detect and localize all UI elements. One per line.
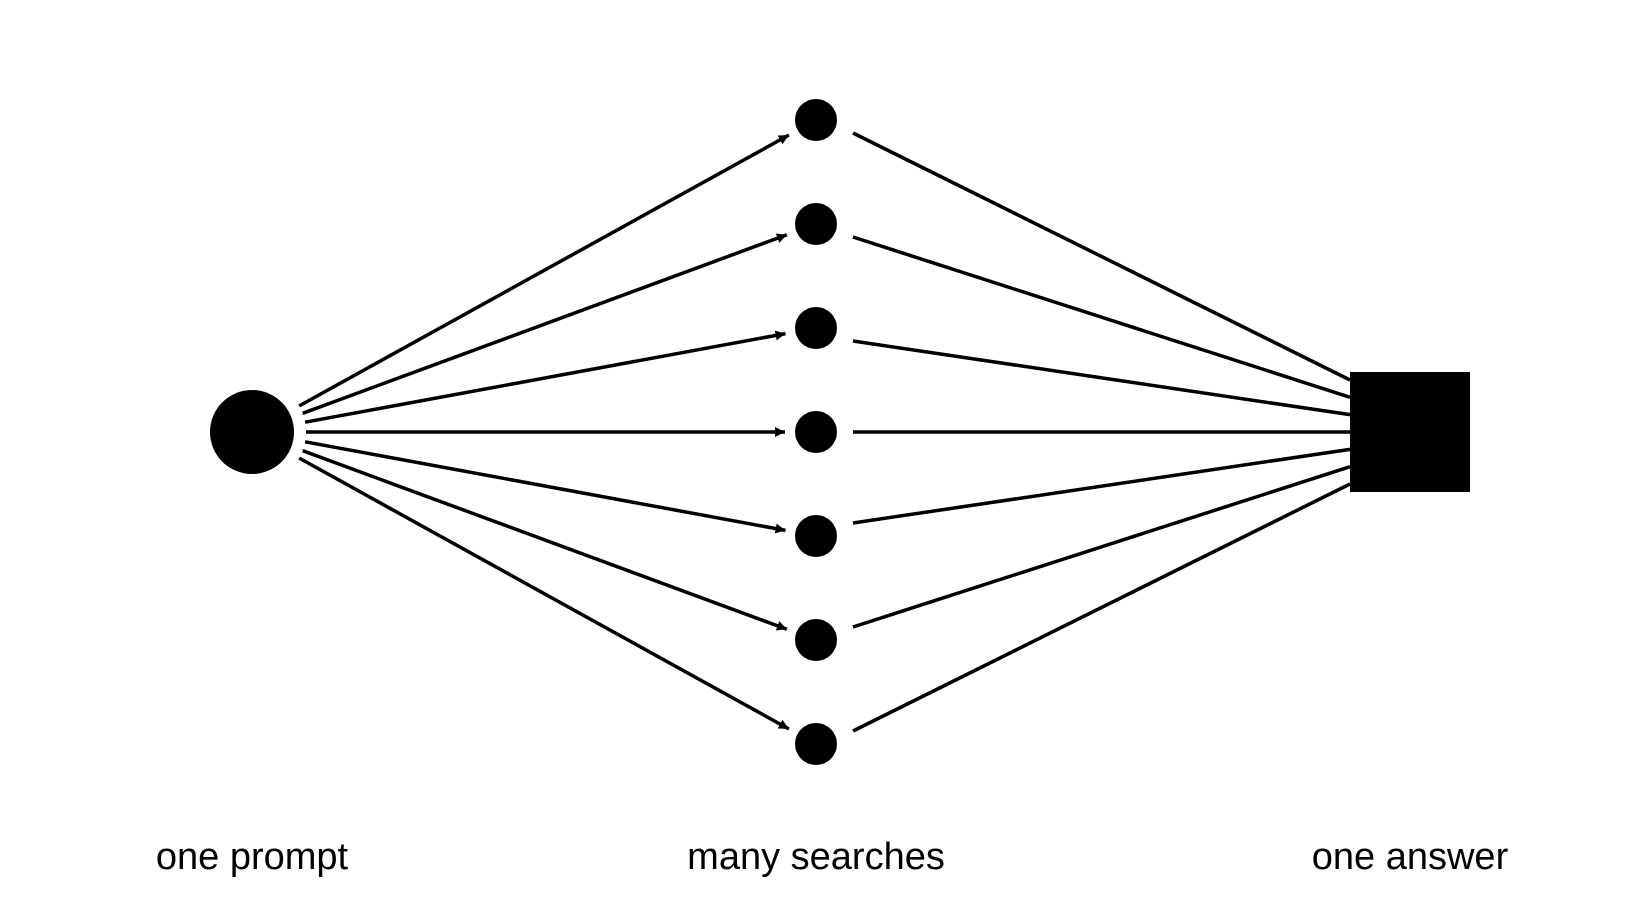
search-node (795, 203, 837, 245)
answer-node (1350, 372, 1470, 492)
source-label: one prompt (155, 836, 349, 878)
prompt-to-search-arrow (298, 456, 790, 731)
prompt-to-search-arrow (304, 440, 786, 534)
prompt-to-search-arrow (302, 233, 788, 415)
search-to-answer-line (852, 339, 1351, 417)
middle-label: many searches (687, 836, 945, 878)
target-label: one answer (1311, 836, 1509, 878)
prompt-to-search-arrow (304, 330, 786, 424)
search-node (795, 99, 837, 141)
prompt-to-search-arrow (302, 449, 788, 631)
search-node (795, 515, 837, 557)
search-to-answer-line (852, 131, 1351, 382)
search-to-answer-line (852, 447, 1351, 525)
search-node (795, 723, 837, 765)
search-to-answer-line (852, 235, 1351, 399)
search-to-answer-lines (852, 131, 1351, 733)
search-node (795, 307, 837, 349)
search-node (795, 619, 837, 661)
search-to-answer-line (852, 482, 1351, 733)
prompt-to-search-arrow (298, 133, 790, 408)
prompt-node (210, 390, 294, 474)
prompt-to-search-arrows (298, 133, 790, 731)
search-node (795, 411, 837, 453)
search-to-answer-line (852, 465, 1351, 629)
diagram-nodes (210, 99, 1470, 765)
